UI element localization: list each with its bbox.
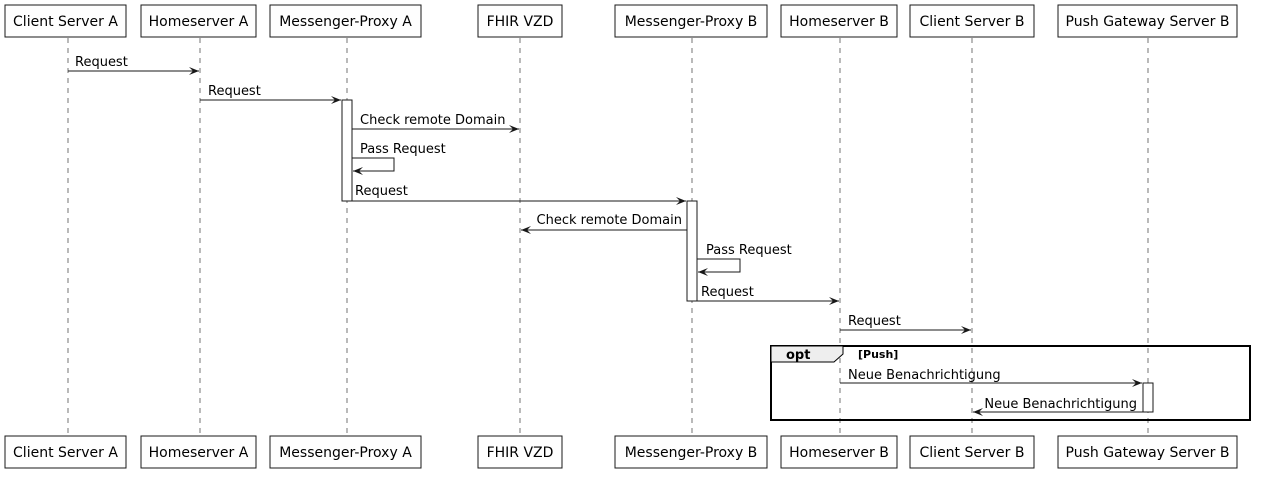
svg-text:Pass Request: Pass Request bbox=[706, 243, 792, 258]
message-check-remote-domain-b: Check remote Domain bbox=[521, 213, 687, 234]
svg-text:Homeserver A: Homeserver A bbox=[149, 14, 249, 30]
svg-text:Client Server B: Client Server B bbox=[920, 14, 1025, 30]
participant-messenger-proxy-a-bottom[interactable]: Messenger-Proxy A bbox=[269, 435, 422, 469]
svg-text:Messenger-Proxy B: Messenger-Proxy B bbox=[625, 14, 758, 30]
message-request-mpb-hsb: Request bbox=[692, 285, 839, 305]
participants-top: Client Server A Homeserver A Messenger-P… bbox=[4, 4, 1238, 38]
svg-text:Request: Request bbox=[208, 84, 261, 99]
svg-text:Push Gateway Server B: Push Gateway Server B bbox=[1066, 445, 1230, 461]
participant-client-server-b-bottom[interactable]: Client Server B bbox=[909, 435, 1035, 469]
participant-homeserver-b[interactable]: Homeserver B bbox=[780, 4, 898, 38]
svg-text:Client Server B: Client Server B bbox=[920, 445, 1025, 461]
lifelines bbox=[67, 38, 1149, 436]
participant-client-server-a[interactable]: Client Server A bbox=[4, 4, 127, 38]
svg-text:FHIR VZD: FHIR VZD bbox=[487, 14, 554, 30]
messages: Request Request Check remote Domain Pass… bbox=[68, 55, 1143, 416]
message-request-hsb-csb: Request bbox=[840, 314, 971, 334]
message-request-csa-hsa: Request bbox=[68, 55, 199, 75]
opt-operator: opt bbox=[786, 348, 810, 363]
svg-text:Client Server A: Client Server A bbox=[13, 14, 118, 30]
activation-messenger-proxy-b bbox=[686, 200, 698, 302]
svg-text:Push Gateway Server B: Push Gateway Server B bbox=[1066, 14, 1230, 30]
participant-messenger-proxy-a[interactable]: Messenger-Proxy A bbox=[269, 4, 422, 38]
message-check-remote-domain-a: Check remote Domain bbox=[352, 113, 519, 133]
participant-homeserver-b-bottom[interactable]: Homeserver B bbox=[780, 435, 898, 469]
svg-text:Request: Request bbox=[75, 55, 128, 70]
svg-text:Check remote Domain: Check remote Domain bbox=[537, 213, 682, 228]
message-neue-benachrichtigung-hsb-pgb: Neue Benachrichtigung bbox=[840, 368, 1142, 387]
participant-client-server-b[interactable]: Client Server B bbox=[909, 4, 1035, 38]
svg-text:Pass Request: Pass Request bbox=[360, 142, 446, 157]
opt-guard: [Push] bbox=[858, 348, 898, 361]
activation-messenger-proxy-a bbox=[341, 99, 353, 202]
svg-text:Neue Benachrichtigung: Neue Benachrichtigung bbox=[984, 397, 1137, 412]
svg-text:Messenger-Proxy A: Messenger-Proxy A bbox=[279, 445, 412, 461]
participant-client-server-a-bottom[interactable]: Client Server A bbox=[4, 435, 127, 469]
message-request-hsa-mpa: Request bbox=[200, 84, 341, 104]
svg-text:Messenger-Proxy A: Messenger-Proxy A bbox=[279, 14, 412, 30]
message-pass-request-a: Pass Request bbox=[352, 142, 446, 175]
svg-text:Homeserver B: Homeserver B bbox=[789, 445, 889, 461]
participant-push-gateway-server-b[interactable]: Push Gateway Server B bbox=[1057, 4, 1238, 38]
svg-text:Homeserver B: Homeserver B bbox=[789, 14, 889, 30]
svg-text:FHIR VZD: FHIR VZD bbox=[487, 445, 554, 461]
participant-fhir-vzd-bottom[interactable]: FHIR VZD bbox=[477, 435, 563, 469]
svg-text:Request: Request bbox=[848, 314, 901, 329]
opt-frame bbox=[770, 345, 1251, 421]
svg-text:Homeserver A: Homeserver A bbox=[149, 445, 249, 461]
svg-text:Check remote Domain: Check remote Domain bbox=[360, 113, 505, 128]
participant-messenger-proxy-b[interactable]: Messenger-Proxy B bbox=[614, 4, 768, 38]
participant-fhir-vzd[interactable]: FHIR VZD bbox=[477, 4, 563, 38]
svg-text:Messenger-Proxy B: Messenger-Proxy B bbox=[625, 445, 758, 461]
message-request-mpa-mpb: Request bbox=[347, 184, 686, 205]
svg-text:Request: Request bbox=[701, 285, 754, 300]
participant-push-gateway-server-b-bottom[interactable]: Push Gateway Server B bbox=[1057, 435, 1238, 469]
svg-text:Neue Benachrichtigung: Neue Benachrichtigung bbox=[848, 368, 1001, 383]
participant-homeserver-a[interactable]: Homeserver A bbox=[140, 4, 257, 38]
participant-homeserver-a-bottom[interactable]: Homeserver A bbox=[140, 435, 257, 469]
participants-bottom: Client Server A Homeserver A Messenger-P… bbox=[4, 435, 1238, 469]
activation-push-gateway-server-b bbox=[1142, 382, 1154, 413]
svg-text:Client Server A: Client Server A bbox=[13, 445, 118, 461]
message-pass-request-b: Pass Request bbox=[697, 243, 792, 276]
message-neue-benachrichtigung-pgb-csb: Neue Benachrichtigung bbox=[973, 397, 1143, 416]
svg-text:Request: Request bbox=[355, 184, 408, 199]
participant-messenger-proxy-b-bottom[interactable]: Messenger-Proxy B bbox=[614, 435, 768, 469]
opt-fragment: opt [Push] bbox=[770, 345, 1251, 421]
opt-frame-tab bbox=[770, 345, 844, 363]
